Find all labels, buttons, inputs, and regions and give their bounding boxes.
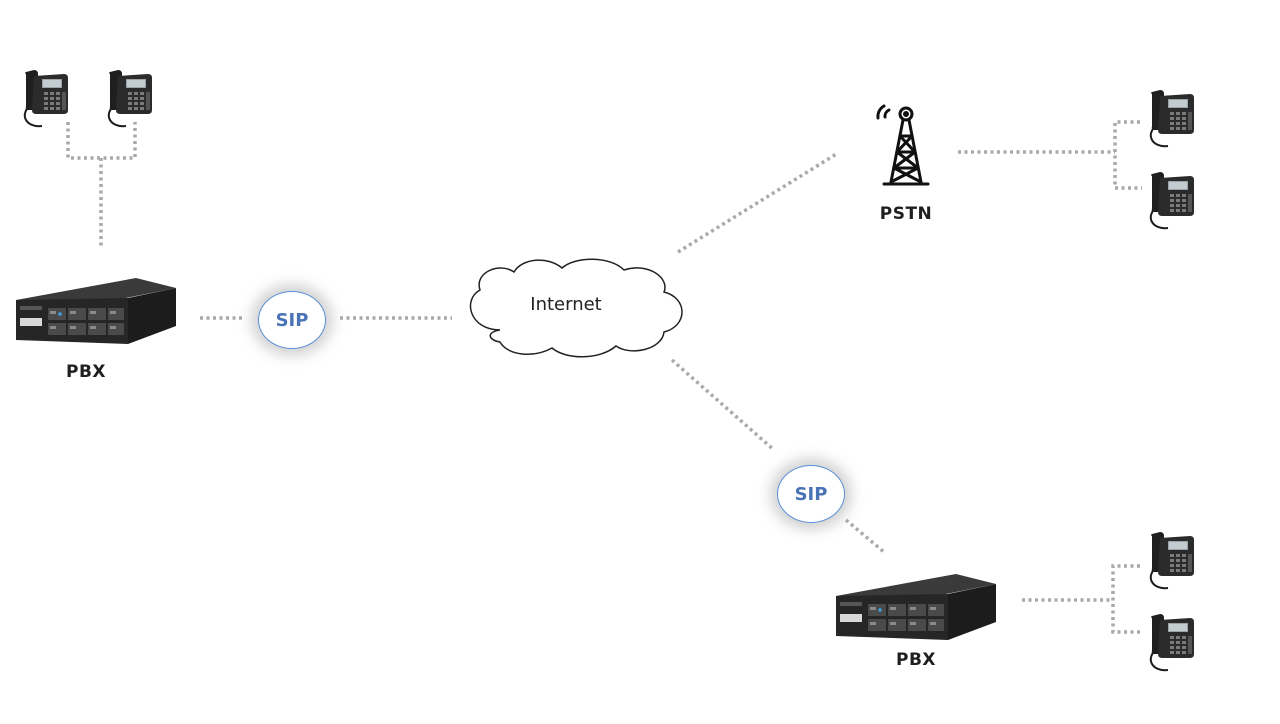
desk-phone-icon — [107, 69, 153, 128]
right-top-phones-connector — [1113, 120, 1142, 190]
internet-label: Internet — [530, 294, 602, 315]
sip-left-badge: SIP — [258, 291, 326, 349]
cloud-icon — [469, 258, 683, 358]
pstn-label: PSTN — [879, 204, 933, 224]
internet-to-pstn-line — [677, 151, 839, 254]
desk-phone-icon — [23, 69, 69, 128]
sip-left-label: SIP — [275, 309, 309, 331]
desk-phone-icon — [1149, 531, 1195, 590]
cell-tower-icon — [876, 104, 930, 186]
internet-to-sip-line — [670, 358, 776, 452]
pbx-left-label: PBX — [65, 362, 107, 382]
desk-phone-icon — [1149, 171, 1195, 230]
pbx-device-icon — [16, 278, 176, 344]
left-phones-connector — [66, 122, 137, 160]
sip-bottom-badge: SIP — [777, 465, 845, 523]
desk-phone-icon — [1149, 613, 1195, 672]
sip-to-pbx-line — [844, 518, 886, 554]
sip-bottom-label: SIP — [794, 483, 828, 505]
pbx-bottom-label: PBX — [895, 650, 937, 670]
pbx-device-icon — [836, 574, 996, 640]
desk-phone-icon — [1149, 89, 1195, 148]
right-bottom-phones-connector — [1111, 564, 1142, 634]
connector-lines — [66, 120, 1142, 634]
